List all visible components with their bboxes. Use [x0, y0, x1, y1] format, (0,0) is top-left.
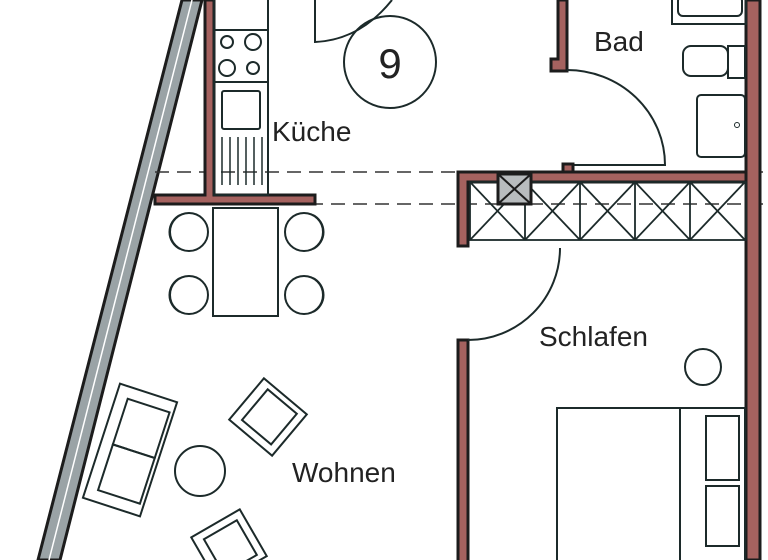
bedroom-wall — [456, 170, 748, 248]
bath-door[interactable] — [566, 69, 667, 166]
bed-icon — [556, 407, 746, 560]
toilet-icon — [682, 45, 746, 79]
nightstand-lamp — [684, 348, 722, 386]
armchair-icon — [227, 376, 309, 458]
room-label-living: Wohnen — [292, 457, 396, 488]
right-exterior-wall — [744, 0, 762, 560]
room-label-kitchen: Küche — [272, 116, 351, 147]
shaft-icon — [496, 172, 533, 206]
dining-chairs — [168, 212, 325, 315]
bedroom-wall-lower — [456, 338, 470, 560]
entrance-door[interactable] — [314, 0, 393, 44]
exterior-window-wall — [36, 0, 204, 560]
dining-table — [212, 207, 279, 317]
coffee-table — [174, 445, 226, 497]
kitchen-counter — [213, 0, 269, 196]
room-label-bath: Bad — [594, 26, 644, 57]
washbasin-icon — [696, 94, 746, 158]
apartment-number: 9 — [378, 40, 401, 87]
room-label-bedroom: Schlafen — [539, 321, 648, 352]
stove-icon — [218, 33, 262, 77]
bath-wall — [549, 0, 569, 73]
bedroom-door[interactable] — [467, 247, 561, 341]
drain-board-icon — [221, 137, 263, 185]
apartment-number-circle — [343, 15, 437, 109]
bathtub-icon — [671, 0, 747, 25]
armchair-icon — [189, 507, 269, 560]
sink-icon — [221, 90, 261, 130]
sofa-icon — [81, 382, 179, 518]
